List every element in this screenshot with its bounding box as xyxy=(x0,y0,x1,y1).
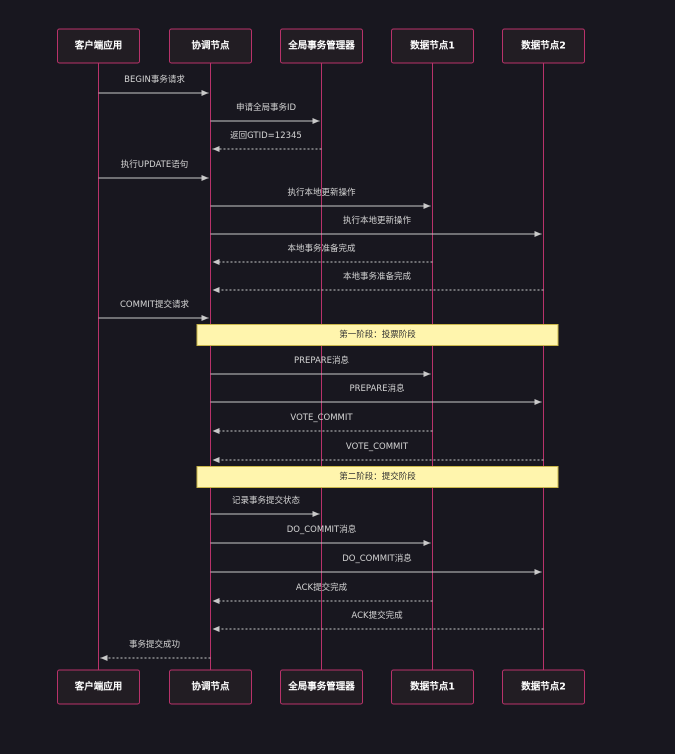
message-label: ACK提交完成 xyxy=(296,582,348,593)
participant-label: 全局事务管理器 xyxy=(287,681,355,693)
lifelines xyxy=(98,63,544,670)
message-label: 本地事务准备完成 xyxy=(287,243,356,254)
participant-label: 协调节点 xyxy=(191,40,230,52)
message-client-to-coord: COMMIT提交请求 xyxy=(98,299,209,321)
message-data2-to-coord: ACK提交完成 xyxy=(212,610,544,632)
message-label: 申请全局事务ID xyxy=(236,102,297,113)
message-client-to-coord: 执行UPDATE语句 xyxy=(98,159,209,181)
participant-gtm-top: 全局事务管理器 xyxy=(280,28,363,64)
message-coord-to-data2: DO_COMMIT消息 xyxy=(210,553,542,575)
participant-label: 客户端应用 xyxy=(74,681,123,693)
message-label: 事务提交成功 xyxy=(129,639,180,650)
participant-label: 协调节点 xyxy=(191,681,230,693)
message-label: 执行本地更新操作 xyxy=(287,187,356,198)
message-gtm-to-coord: 返回GTID=12345 xyxy=(212,130,322,152)
participant-box xyxy=(169,669,252,705)
participant-box xyxy=(57,669,140,705)
message-coord-to-data2: 执行本地更新操作 xyxy=(210,215,542,237)
participant-label: 数据节点2 xyxy=(520,40,566,52)
phase-note-label: 第一阶段：投票阶段 xyxy=(339,329,416,340)
participant-box xyxy=(280,28,363,64)
participants-top: 客户端应用 协调节点 全局事务管理器 数据节点1 数据节点2 xyxy=(57,28,585,64)
message-data1-to-coord: 本地事务准备完成 xyxy=(212,243,433,265)
participant-box xyxy=(280,669,363,705)
message-label: COMMIT提交请求 xyxy=(120,299,189,310)
participant-label: 数据节点1 xyxy=(409,40,455,52)
message-label: ACK提交完成 xyxy=(351,610,403,621)
participant-box xyxy=(169,28,252,64)
participant-box xyxy=(502,669,585,705)
message-client-to-coord: BEGIN事务请求 xyxy=(98,74,209,96)
participant-coord-bottom: 协调节点 xyxy=(169,669,252,705)
message-coord-to-data2: PREPARE消息 xyxy=(210,383,542,405)
participant-label: 客户端应用 xyxy=(74,40,123,52)
participant-box xyxy=(57,28,140,64)
message-label: 本地事务准备完成 xyxy=(343,271,412,282)
message-data2-to-coord: 本地事务准备完成 xyxy=(212,271,544,293)
message-data2-to-coord: VOTE_COMMIT xyxy=(212,442,544,463)
message-label: VOTE_COMMIT xyxy=(290,413,353,423)
participant-label: 全局事务管理器 xyxy=(287,40,355,52)
participants-bottom: 客户端应用 协调节点 全局事务管理器 数据节点1 数据节点2 xyxy=(57,669,585,705)
message-label: 执行UPDATE语句 xyxy=(121,159,188,170)
participant-box xyxy=(391,669,474,705)
message-label: PREPARE消息 xyxy=(294,355,350,366)
message-label: 返回GTID=12345 xyxy=(230,130,302,141)
phase-note-box xyxy=(196,324,559,346)
participant-box xyxy=(391,28,474,64)
message-coord-to-client: 事务提交成功 xyxy=(100,639,211,661)
participant-data2-bottom: 数据节点2 xyxy=(502,669,585,705)
message-label: 执行本地更新操作 xyxy=(343,215,412,226)
message-label: VOTE_COMMIT xyxy=(346,442,409,452)
participant-coord-top: 协调节点 xyxy=(169,28,252,64)
participant-box xyxy=(502,28,585,64)
message-label: DO_COMMIT消息 xyxy=(287,524,357,535)
phase-note: 第二阶段：提交阶段 xyxy=(196,466,559,488)
message-data1-to-coord: ACK提交完成 xyxy=(212,582,433,604)
phase-note: 第一阶段：投票阶段 xyxy=(196,324,559,346)
participant-label: 数据节点1 xyxy=(409,681,455,693)
message-coord-to-data1: 执行本地更新操作 xyxy=(210,187,431,209)
participant-label: 数据节点2 xyxy=(520,681,566,693)
message-label: 记录事务提交状态 xyxy=(232,495,301,506)
message-coord-to-gtm: 申请全局事务ID xyxy=(210,102,320,124)
participant-data1-bottom: 数据节点1 xyxy=(391,669,474,705)
phase-note-label: 第二阶段：提交阶段 xyxy=(339,471,416,482)
message-coord-to-data1: PREPARE消息 xyxy=(210,355,431,377)
phase-note-box xyxy=(196,466,559,488)
message-coord-to-gtm: 记录事务提交状态 xyxy=(210,495,320,517)
message-label: BEGIN事务请求 xyxy=(124,74,185,85)
message-coord-to-data1: DO_COMMIT消息 xyxy=(210,524,431,546)
participant-client-bottom: 客户端应用 xyxy=(57,669,140,705)
participant-client-top: 客户端应用 xyxy=(57,28,140,64)
participant-data2-top: 数据节点2 xyxy=(502,28,585,64)
message-label: PREPARE消息 xyxy=(349,383,405,394)
message-data1-to-coord: VOTE_COMMIT xyxy=(212,413,433,434)
message-label: DO_COMMIT消息 xyxy=(342,553,412,564)
participant-gtm-bottom: 全局事务管理器 xyxy=(280,669,363,705)
participant-data1-top: 数据节点1 xyxy=(391,28,474,64)
